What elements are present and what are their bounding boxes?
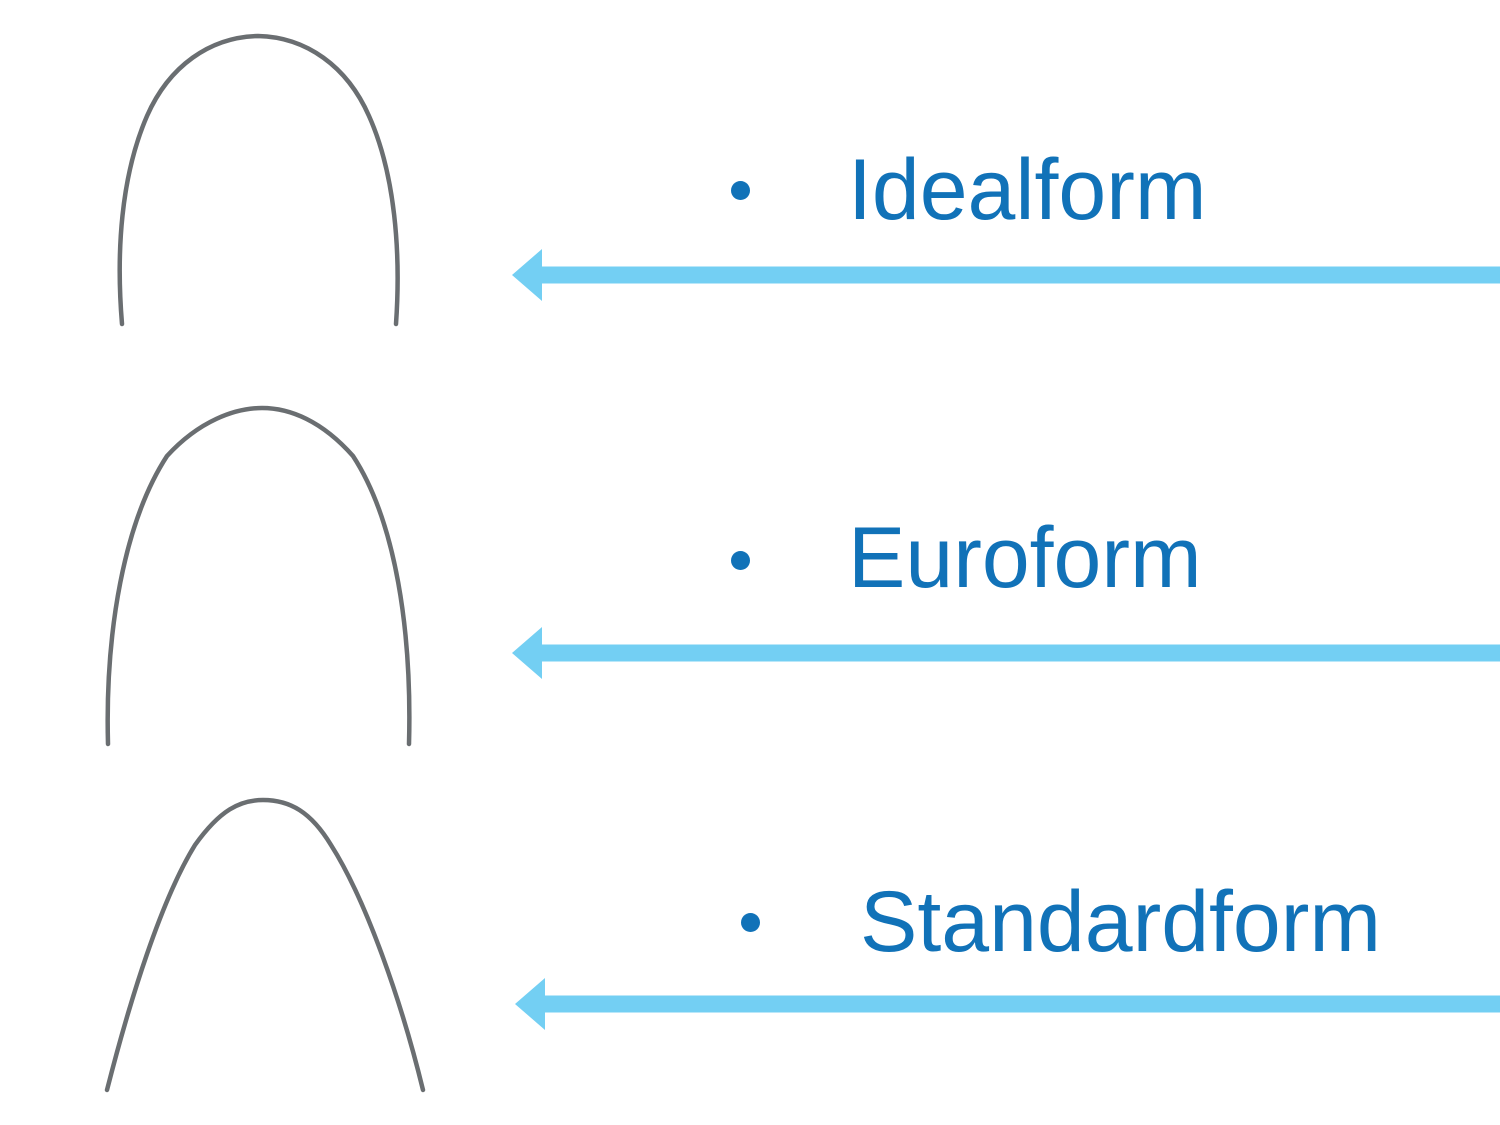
bullet-icon bbox=[741, 913, 760, 932]
archform-row-euroform: Euroform bbox=[0, 375, 1500, 750]
left-arrow-icon bbox=[515, 978, 1500, 1030]
archform-row-idealform: Idealform bbox=[0, 0, 1500, 375]
euro-archwire-shape-icon bbox=[105, 405, 412, 747]
archform-row-standardform: Standardform bbox=[0, 750, 1500, 1125]
archform-label-standardform: Standardform bbox=[860, 874, 1382, 970]
standard-archwire-shape-icon bbox=[104, 797, 426, 1093]
archform-label-euroform: Euroform bbox=[848, 510, 1202, 606]
bullet-icon bbox=[731, 181, 750, 200]
left-arrow-icon bbox=[512, 249, 1500, 301]
ideal-archwire-shape-icon bbox=[117, 33, 400, 327]
left-arrow-icon bbox=[512, 627, 1500, 679]
bullet-icon bbox=[731, 551, 750, 570]
archform-label-idealform: Idealform bbox=[848, 142, 1207, 238]
